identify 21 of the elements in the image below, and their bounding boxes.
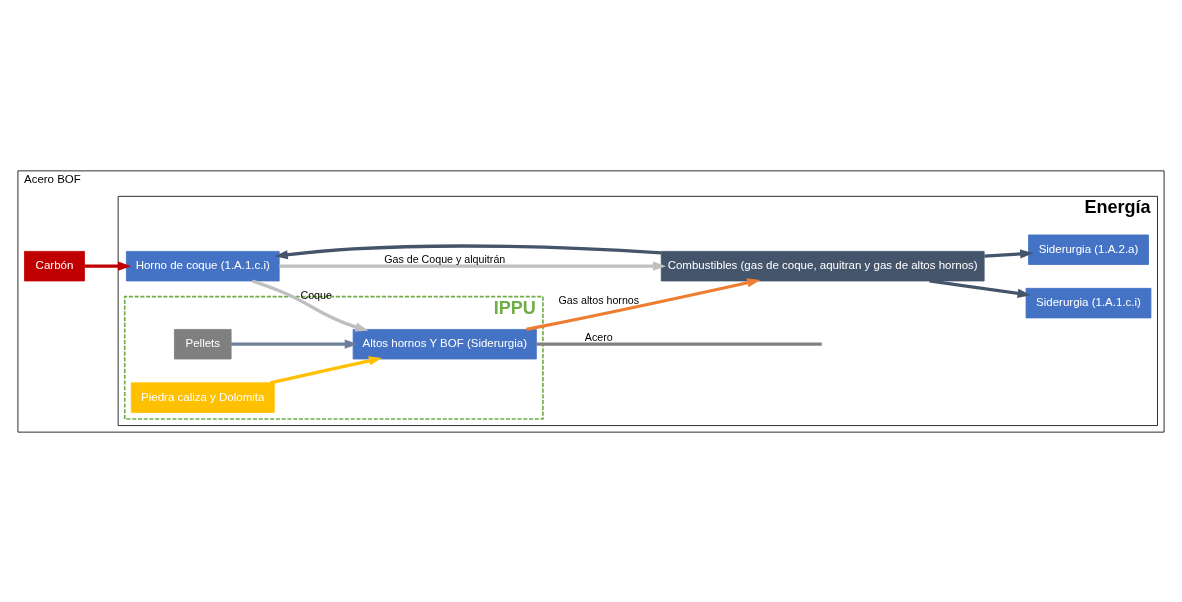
node-box: Siderurgia (1.A.2.a) [1028, 234, 1149, 265]
connector [536, 342, 822, 346]
arrow [269, 355, 383, 384]
node-box: Altos hornos Y BOF (Siderurgia) [352, 328, 537, 359]
node-box: Combustibles (gas de coque, aquitran y gas de altos hornos) [660, 250, 985, 281]
edge-label: Gas altos hornos [558, 293, 640, 306]
edge-label: Gas de Coque y alquitrán [384, 252, 506, 265]
edge-label: Acero [584, 330, 613, 343]
arrow [526, 277, 761, 331]
node-box: Siderurgia (1.A.1.c.i) [1025, 287, 1152, 318]
arrow [84, 261, 132, 271]
arrow [274, 243, 662, 259]
arrow [231, 339, 358, 349]
node-box: Piedra caliza y Dolomita [130, 381, 275, 413]
node-box: Pellets [174, 328, 232, 359]
node-box: Carbón [24, 250, 85, 281]
arrow [251, 278, 369, 331]
node-box: Horno de coque (1.A.1.c.i) [125, 250, 280, 281]
arrow [929, 278, 1031, 298]
arrow [279, 261, 667, 271]
arrow [984, 248, 1034, 259]
